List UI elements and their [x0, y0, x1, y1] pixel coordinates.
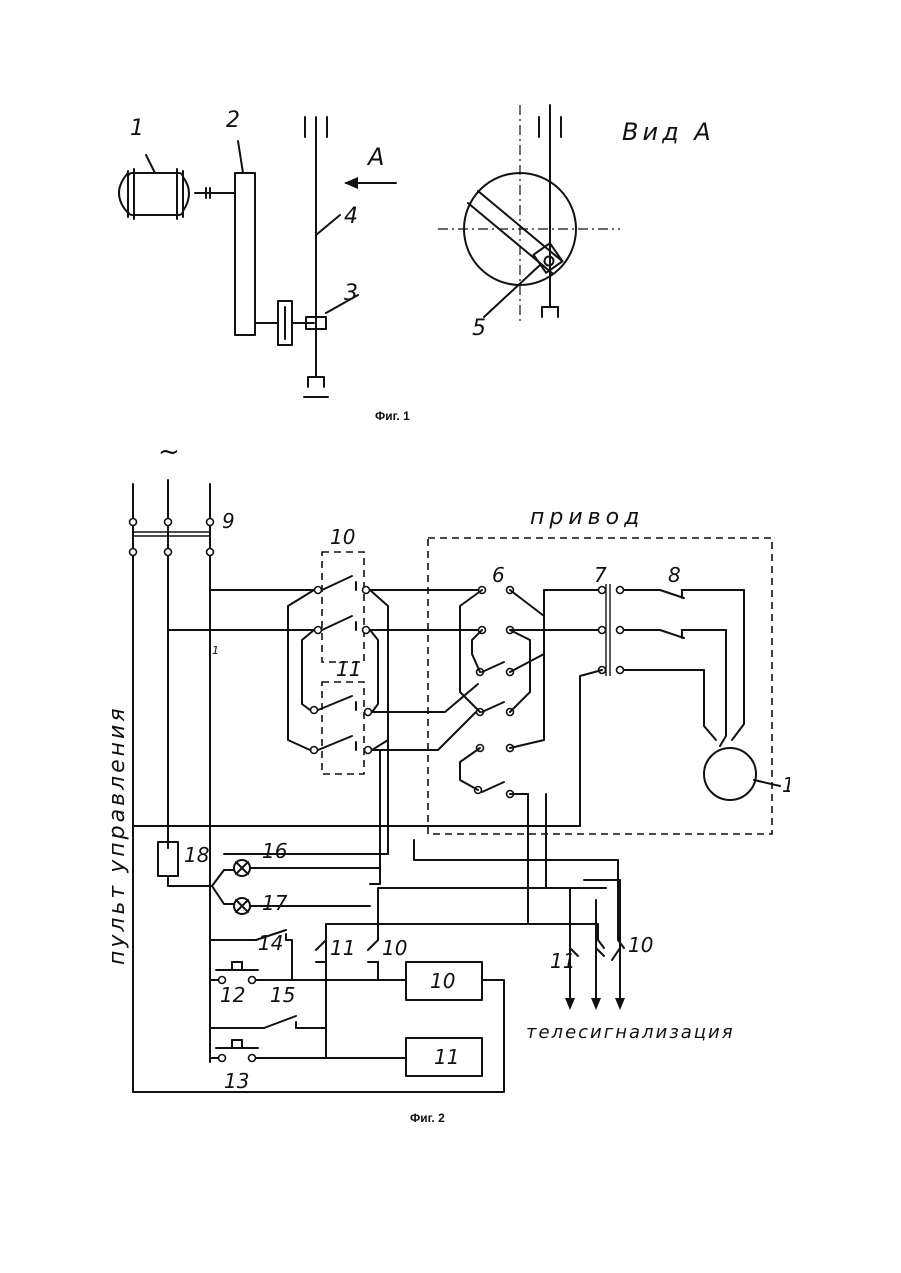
fig1-label-1: 1 — [130, 116, 144, 141]
gearbox-symbol — [235, 141, 278, 335]
fig1-label-3: 3 — [344, 281, 358, 306]
interlock-10-label: 10 — [382, 936, 407, 960]
contactor-11-contacts — [311, 696, 372, 754]
fig1-label-4: 4 — [344, 204, 358, 229]
switch-6-label: 6 — [492, 563, 505, 587]
interlock-11 — [316, 940, 326, 980]
contactor-11-label: 11 — [336, 657, 361, 681]
lamp-16-label: 16 — [262, 839, 287, 863]
contactor-10-label: 10 — [330, 525, 355, 549]
interlock-11-label: 11 — [330, 936, 355, 960]
figure-1-caption: Фиг. 1 — [375, 409, 410, 423]
telesignal-outputs — [546, 880, 625, 1010]
shaft-symbol — [304, 117, 340, 397]
relay-coil-10-label: 10 — [430, 969, 455, 993]
contactor-11-box — [322, 682, 364, 774]
terminals-7 — [510, 584, 624, 826]
contactor-10-box — [322, 552, 364, 662]
figure-1-drawing: 1 2 3 — [100, 95, 710, 425]
figure-1-panel: 1 2 3 — [100, 95, 710, 425]
switch-9-label: 9 — [222, 509, 235, 533]
motor-symbol — [119, 155, 235, 219]
button-12 — [210, 962, 406, 984]
telesignal-11-label: 11 — [550, 949, 575, 973]
wire-1-label: 1 — [212, 644, 219, 657]
figure-2-drawing: ~ 9 1 — [100, 440, 790, 1130]
figure-2-caption: Фиг. 2 — [410, 1111, 445, 1125]
control-panel-label: пульт управления — [105, 705, 130, 965]
lamp-17-label: 17 — [262, 891, 288, 915]
lamp-17 — [212, 886, 370, 914]
view-arrow-label: А — [366, 143, 384, 171]
contact-15-label: 15 — [270, 983, 295, 1007]
view-a-drawing — [438, 105, 620, 323]
button-12-label: 12 — [220, 983, 245, 1007]
terminals-7-label: 7 — [594, 563, 607, 587]
supply-symbol: ~ — [158, 440, 180, 467]
main-switch-9 — [130, 480, 214, 556]
button-13-label: 13 — [224, 1069, 249, 1093]
fig1-label-2: 2 — [226, 108, 240, 133]
view-a-title: Вид А — [622, 118, 710, 146]
fig1-label-5: 5 — [472, 316, 486, 341]
switch-8-label: 8 — [668, 563, 681, 587]
relay-coil-11-label: 11 — [434, 1045, 459, 1069]
telesignal-label: телесигнализация — [526, 1022, 735, 1043]
button-13 — [210, 1028, 406, 1062]
interlock-10 — [368, 912, 378, 980]
motor-circle — [704, 590, 780, 800]
limit-switch-6 — [460, 587, 544, 925]
drive-label: привод — [530, 505, 644, 530]
resistor-18-label: 18 — [184, 843, 209, 867]
reversing-wiring — [288, 590, 478, 750]
view-a-arrow — [344, 177, 396, 189]
contact-14-label: 14 — [258, 931, 283, 955]
lamp-16 — [212, 860, 380, 886]
figure-2-panel: ~ 9 1 — [100, 440, 790, 1130]
telesignal-10-label: 10 — [628, 933, 653, 957]
motor-label: 1 — [782, 773, 790, 797]
